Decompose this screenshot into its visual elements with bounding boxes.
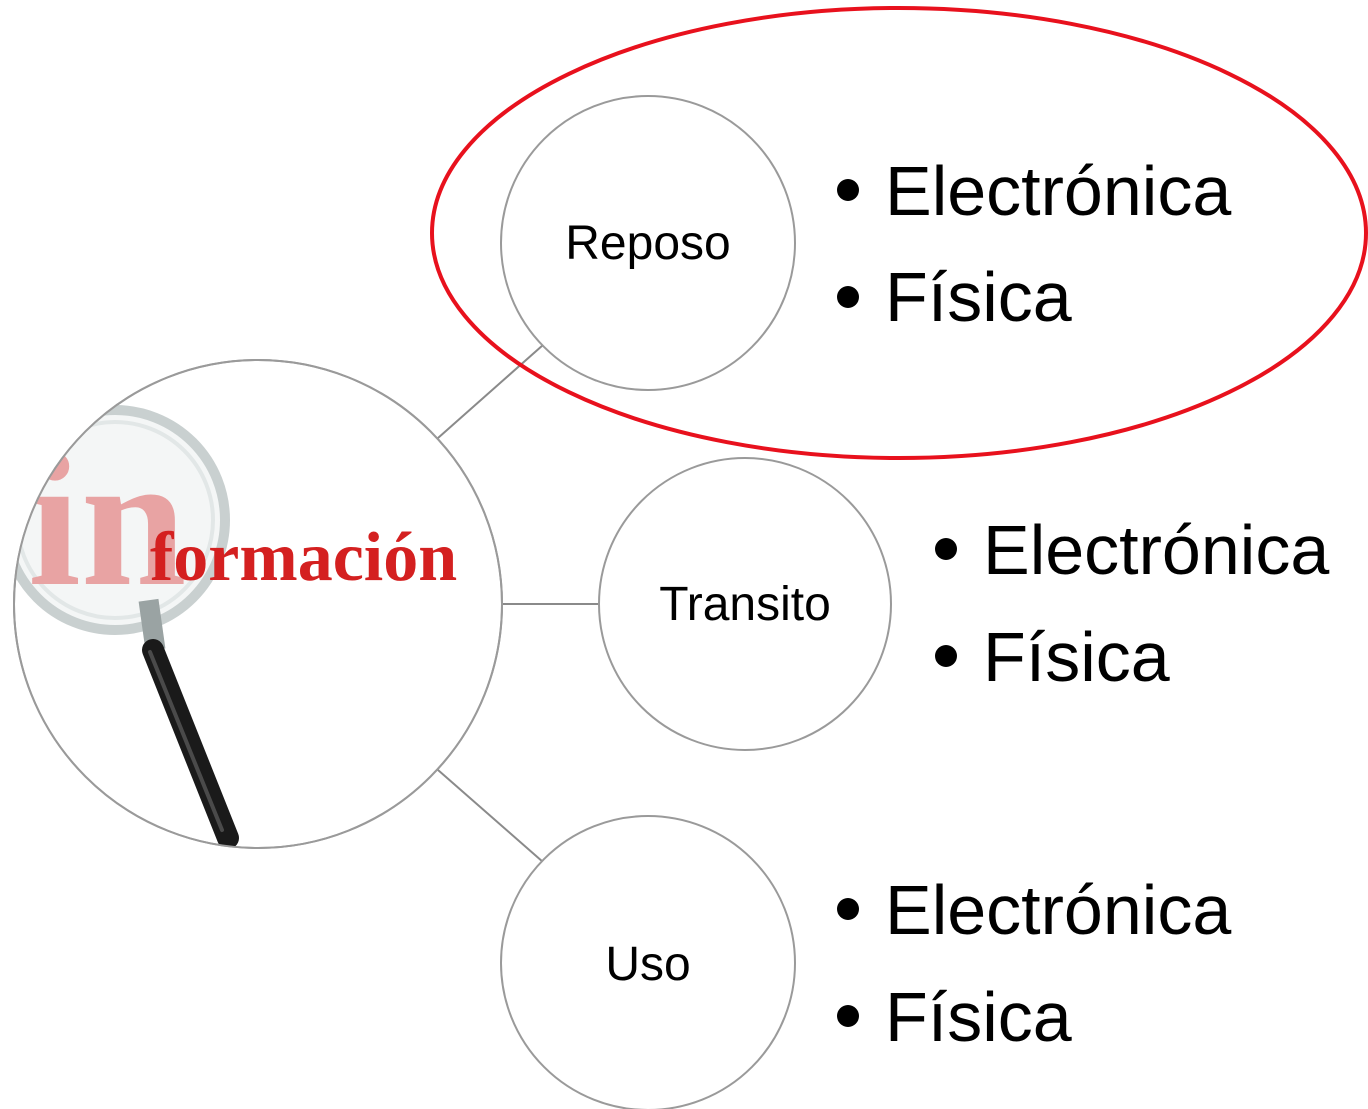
branch-uso-label: Uso — [605, 938, 690, 991]
bullet-dot — [935, 645, 957, 667]
connector-reposo — [437, 344, 544, 439]
highlight-ellipse — [430, 6, 1368, 460]
center-node: in formación — [13, 359, 503, 849]
bullet-item: Electrónica — [885, 152, 1231, 230]
bullet-item: Electrónica — [983, 511, 1329, 589]
informacion-logo: in formación — [14, 405, 457, 848]
logo-word: formación — [150, 519, 457, 596]
bullet-dot — [935, 538, 957, 560]
bullet-dot — [837, 1005, 859, 1027]
bullets-transito: Electrónica Física — [935, 511, 1329, 696]
bullets-reposo: Electrónica Física — [837, 152, 1231, 336]
branch-uso: Uso — [500, 815, 796, 1109]
bullet-dot — [837, 286, 859, 308]
bullet-item: Física — [983, 618, 1170, 696]
bullet-dot — [837, 898, 859, 920]
bullet-item: Física — [885, 258, 1072, 336]
branch-transito-label: Transito — [659, 578, 831, 631]
bullet-dot — [837, 179, 859, 201]
bullet-item: Electrónica — [885, 871, 1231, 949]
connector-uso — [437, 769, 544, 863]
branch-reposo: Reposo — [500, 95, 796, 391]
bullet-item: Física — [885, 978, 1072, 1056]
bullets-uso: Electrónica Física — [837, 871, 1231, 1056]
branch-transito: Transito — [598, 457, 892, 751]
branch-reposo-label: Reposo — [565, 217, 730, 270]
